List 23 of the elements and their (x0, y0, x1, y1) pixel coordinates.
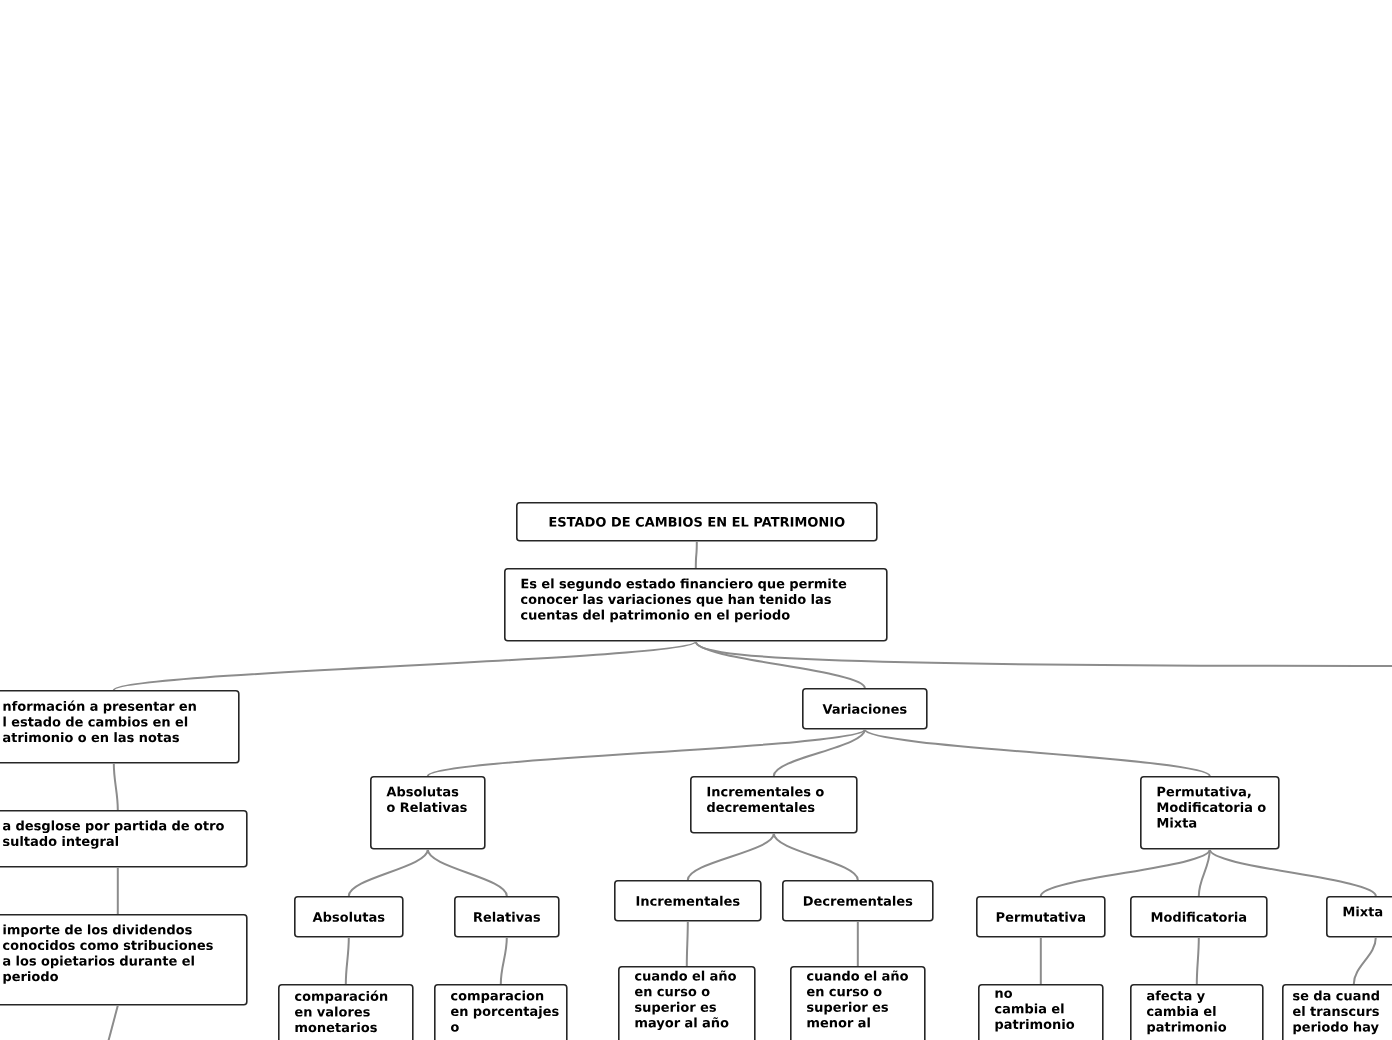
connector-line (772, 728, 866, 777)
connector-line (856, 920, 859, 967)
connector-line (112, 762, 119, 811)
connector-line (694, 540, 698, 569)
connector-line (347, 848, 429, 897)
connector-line (116, 866, 119, 915)
connector-line (863, 728, 1211, 777)
connector-line (1208, 848, 1377, 897)
connector-line (112, 640, 697, 691)
connector-line (1039, 936, 1042, 985)
connector-line (105, 1004, 119, 1040)
connector-line (426, 728, 866, 777)
connector-line (426, 848, 508, 897)
connector-line (499, 936, 508, 985)
connector-line (1197, 848, 1211, 897)
connector-line (1039, 848, 1211, 897)
connector-line (1352, 936, 1377, 985)
connector-line (685, 920, 689, 967)
connector-line (1195, 936, 1200, 985)
connector-line (694, 640, 1392, 667)
connector-line (344, 936, 350, 985)
connector-line (686, 832, 775, 881)
connector-line (772, 832, 859, 881)
